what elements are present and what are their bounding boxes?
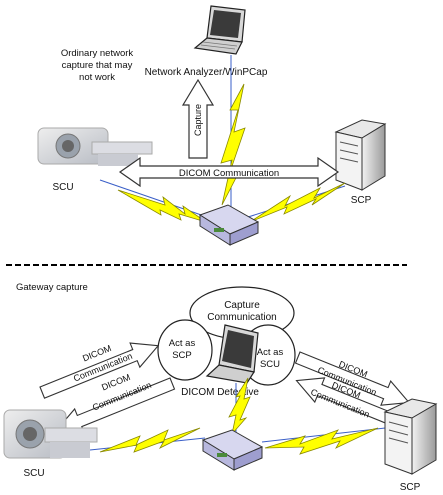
laptop-icon — [193, 5, 246, 55]
analyzer-label: Network Analyzer/WinPCap — [145, 67, 268, 78]
link-line — [99, 179, 211, 219]
scu-label-top: SCU — [52, 182, 73, 193]
server-icon — [334, 119, 387, 191]
dicom-comm-label-top: DICOM Communication — [179, 168, 279, 179]
dicom-arrow-left-upper — [39, 342, 160, 399]
act-scu-label-line2: SCU — [260, 359, 280, 370]
act-as-scp-bubble — [157, 319, 213, 381]
capture-arrow: Capture — [181, 78, 215, 159]
lightning-icon — [228, 377, 251, 436]
mri-scanner-icon — [3, 409, 98, 459]
lightning-icon — [99, 427, 201, 453]
ordinary-note-line2: capture that may — [62, 60, 133, 71]
ordinary-note-line3: not work — [79, 72, 115, 83]
server-icon — [383, 398, 438, 475]
act-scp-label-line1: Act as — [169, 338, 196, 349]
scu-label-bottom: SCU — [23, 468, 44, 479]
lightning-icon — [264, 427, 379, 455]
router-icon — [198, 204, 260, 246]
dicom-arrow-right-upper — [294, 351, 411, 406]
act-scp-label-line2: SCP — [172, 350, 192, 361]
dicom-communication-arrow: DICOM Communication — [118, 156, 340, 188]
mri-scanner-icon — [37, 127, 153, 166]
gateway-capture-label: Gateway capture — [16, 282, 88, 293]
capture-comm-label-line2: Communication — [207, 312, 276, 323]
router-icon — [201, 429, 264, 471]
lightning-icon — [117, 189, 207, 223]
capture-label: Capture — [193, 104, 203, 136]
scp-label-top: SCP — [351, 195, 372, 206]
laptop-icon — [205, 324, 259, 384]
detective-label: DICOM Detective — [181, 387, 259, 398]
lightning-icon — [249, 182, 346, 223]
capture-comm-label-line1: Capture — [224, 300, 260, 311]
act-scu-label-line1: Act as — [257, 347, 284, 358]
ordinary-note-line1: Ordinary network — [61, 48, 134, 59]
scp-label-bottom: SCP — [400, 482, 421, 493]
lightning-icon — [220, 83, 246, 206]
